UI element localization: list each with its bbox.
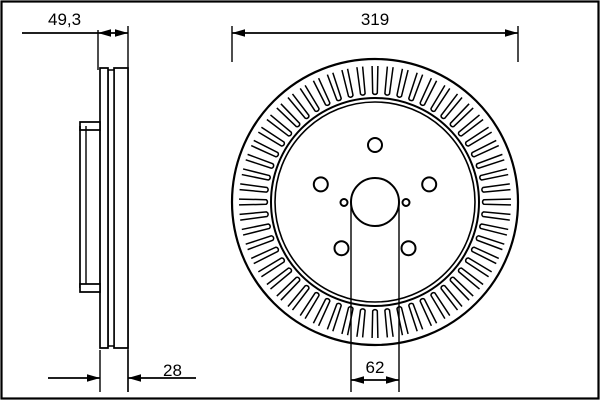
cooling-vane-slot xyxy=(470,246,500,265)
cooling-vane-slot xyxy=(312,77,331,107)
cooling-vane-slot xyxy=(396,68,409,98)
cooling-vane-slot xyxy=(341,68,354,98)
cooling-vane-slot xyxy=(276,276,301,301)
cooling-vane-slot xyxy=(464,126,493,147)
bolt-hole xyxy=(421,176,438,193)
cooling-vane-slot xyxy=(384,66,394,96)
cooling-vane-slot xyxy=(326,72,342,102)
bolt-hole xyxy=(333,240,350,257)
cooling-vane-slot xyxy=(257,257,286,278)
cooling-vane-slot xyxy=(266,267,293,290)
dim-label-overall-height: 49,3 xyxy=(48,10,81,29)
cooling-vane-slot xyxy=(312,297,331,327)
cooling-vane-slot xyxy=(239,211,269,221)
cooling-vane-slot xyxy=(257,126,286,147)
cooling-vane-slot xyxy=(299,291,320,320)
locating-hole xyxy=(401,198,411,207)
disc-section-profile xyxy=(79,67,129,349)
cooling-vane-slot xyxy=(287,284,310,311)
cooling-vane-slot xyxy=(449,103,474,128)
cooling-vane-slot xyxy=(479,168,509,181)
cooling-vane-slot xyxy=(457,114,484,137)
cooling-vane-slot xyxy=(245,235,275,251)
cooling-vane-slot xyxy=(384,308,394,338)
cooling-vane-slot xyxy=(449,276,474,301)
dim-label-disc-thickness: 28 xyxy=(163,361,182,380)
cooling-vane-slot xyxy=(464,257,493,278)
cooling-vane-slot xyxy=(430,291,451,320)
cooling-vane-slot xyxy=(457,267,484,290)
cooling-vane-slot xyxy=(245,153,275,169)
bolt-hole xyxy=(312,176,329,193)
cooling-vane-slot xyxy=(287,93,310,120)
cooling-vane-slot xyxy=(479,223,509,236)
cooling-vane-slot xyxy=(250,139,280,158)
cooling-vane-slot xyxy=(266,114,293,137)
cooling-vane-slot xyxy=(475,235,505,251)
bolt-hole xyxy=(367,137,383,153)
hub-face-edge xyxy=(274,101,476,303)
cooling-vane-slot xyxy=(419,77,438,107)
cooling-vane-slot xyxy=(239,198,269,206)
side-view xyxy=(22,26,196,392)
dim-label-outer-diameter: 319 xyxy=(361,10,389,29)
cooling-vane-slot xyxy=(250,246,280,265)
cooling-vane-slot xyxy=(241,223,271,236)
cooling-vane-slot xyxy=(356,308,366,338)
cooling-vane-slot xyxy=(408,302,424,332)
dim-label-centre-bore: 62 xyxy=(366,358,385,377)
cooling-vane-slot xyxy=(475,153,505,169)
cooling-vane-slot xyxy=(419,297,438,327)
cooling-vane-slot xyxy=(356,66,366,96)
cooling-vane-slot xyxy=(371,66,379,96)
cooling-vane-slot xyxy=(430,84,451,113)
cooling-vane-slot xyxy=(239,183,269,193)
cooling-vane-slot xyxy=(440,93,463,120)
cooling-vane-slot xyxy=(481,211,511,221)
cooling-vane-slot xyxy=(326,302,342,332)
cooling-vane-slot xyxy=(408,72,424,102)
cooling-vane-slot xyxy=(440,284,463,311)
cooling-vane-slot xyxy=(470,139,500,158)
bolt-hole xyxy=(400,240,417,257)
bolt-holes xyxy=(312,137,438,257)
cooling-vane-slot xyxy=(371,308,379,338)
locating-hole xyxy=(339,198,349,207)
front-view xyxy=(230,26,520,392)
centre-bore xyxy=(350,177,400,227)
cooling-vane-slot xyxy=(481,198,511,206)
locating-holes xyxy=(339,198,411,207)
cooling-vane-slot xyxy=(276,103,301,128)
cooling-vane-slot xyxy=(299,84,320,113)
cooling-vane-slot xyxy=(481,183,511,193)
cooling-vane-slot xyxy=(241,168,271,181)
